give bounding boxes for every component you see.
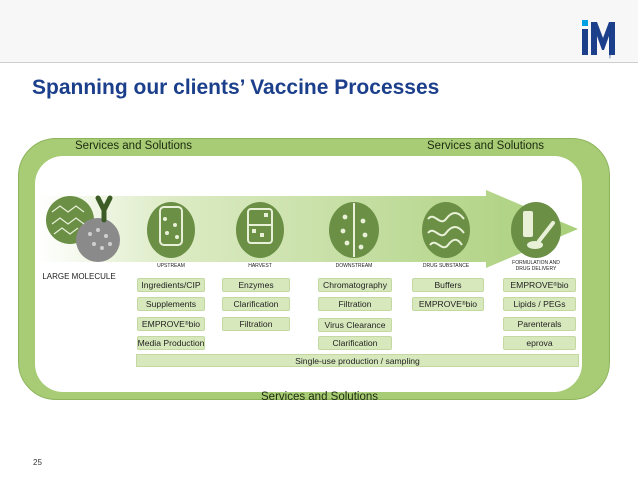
- drug-substance-emprove: EMPROVE® bio: [412, 297, 484, 311]
- services-label-bottom: Services and Solutions: [261, 391, 378, 403]
- stage-label-drug-substance: DRUG SUBSTANCE: [422, 263, 470, 269]
- logo-wordmark: MERCK MILLIPORE: [608, 28, 612, 59]
- formulation-icon: [511, 202, 561, 258]
- upstream-item: Ingredients/CIP: [137, 278, 205, 292]
- stage-label-large-molecule: LARGE MOLECULE: [42, 272, 116, 281]
- header-divider: [0, 62, 638, 63]
- emprove-name: EMPROVE: [510, 280, 554, 290]
- drug-substance-item: Buffers: [412, 278, 484, 292]
- emprove-name: EMPROVE: [418, 299, 462, 309]
- emprove-name: EMPROVE: [141, 319, 185, 329]
- downstream-item: Virus Clearance: [318, 318, 392, 332]
- slide-title: Spanning our clients’ Vaccine Processes: [32, 76, 440, 99]
- page-number: 25: [33, 458, 42, 467]
- upstream-icon: [147, 202, 195, 258]
- emprove-suffix: bio: [188, 319, 201, 329]
- downstream-item: Chromatography: [318, 278, 392, 292]
- harvest-item: Clarification: [222, 297, 290, 311]
- downstream-item: Clarification: [318, 336, 392, 350]
- emprove-reg-mark: ®: [553, 282, 558, 288]
- upstream-emprove: EMPROVE® bio: [137, 317, 205, 331]
- downstream-item: Filtration: [318, 297, 392, 311]
- formulation-item: Parenterals: [503, 317, 576, 331]
- harvest-icon: [236, 202, 284, 258]
- emprove-reg-mark: ®: [461, 301, 466, 307]
- merck-logo: [582, 20, 615, 55]
- emprove-reg-mark: ®: [184, 321, 189, 327]
- stage-label-harvest: HARVEST: [248, 263, 272, 269]
- emprove-suffix: bio: [557, 280, 569, 290]
- emprove-suffix: bio: [465, 299, 478, 309]
- formulation-emprove: EMPROVE® bio: [503, 278, 576, 292]
- stage-label-upstream: UPSTREAM: [157, 263, 185, 269]
- services-label-top-left: Services and Solutions: [75, 140, 192, 152]
- formulation-item: eprova: [503, 336, 576, 350]
- stage-label-formulation-line2: DRUG DELIVERY: [515, 265, 557, 272]
- formulation-item: Lipids / PEGs: [503, 297, 576, 311]
- drug-substance-icon: [422, 202, 470, 258]
- large-molecule-icon: [46, 195, 120, 262]
- stage-label-formulation-line1: FORMULATION AND: [512, 260, 560, 266]
- stage-label-formulation: FORMULATION AND DRUG DELIVERY: [512, 260, 560, 272]
- upstream-item: Media Production: [137, 336, 205, 350]
- upstream-item: Supplements: [137, 297, 205, 311]
- downstream-icon: [329, 202, 379, 258]
- harvest-item: Enzymes: [222, 278, 290, 292]
- single-use-bar: Single-use production / sampling: [136, 354, 579, 367]
- header-band: [0, 0, 638, 62]
- harvest-item: Filtration: [222, 317, 290, 331]
- stage-label-downstream: DOWNSTREAM: [335, 263, 373, 269]
- services-label-top-right: Services and Solutions: [427, 140, 544, 152]
